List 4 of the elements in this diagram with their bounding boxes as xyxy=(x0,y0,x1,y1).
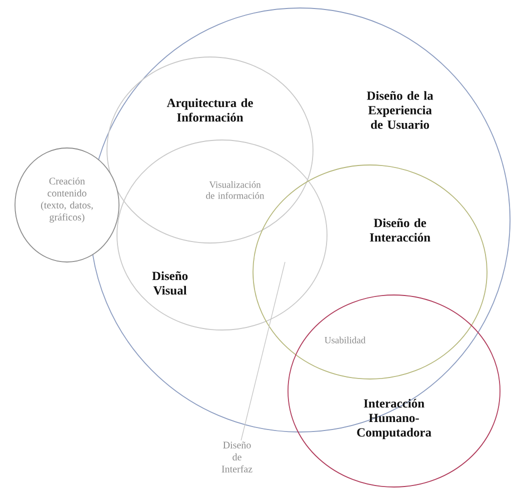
region-label: Visualización de información xyxy=(206,181,264,199)
region-label: Usabilidad xyxy=(324,336,366,344)
text-label: Diseño de Interfaz xyxy=(222,442,252,472)
leader-line xyxy=(240,262,286,441)
